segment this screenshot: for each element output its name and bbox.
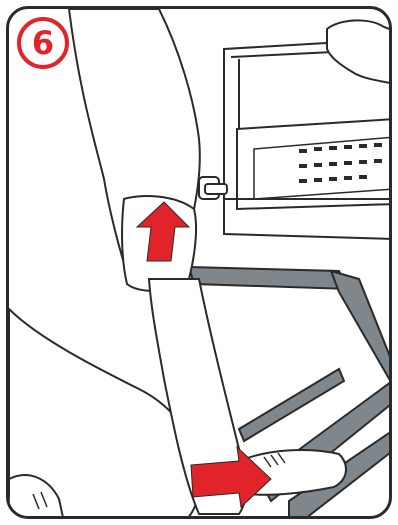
- instruction-panel: 6: [6, 6, 392, 519]
- side-knob: [199, 177, 227, 199]
- step-number-badge: 6: [17, 17, 69, 69]
- instruction-illustration: [9, 9, 392, 519]
- step-number: 6: [32, 27, 54, 59]
